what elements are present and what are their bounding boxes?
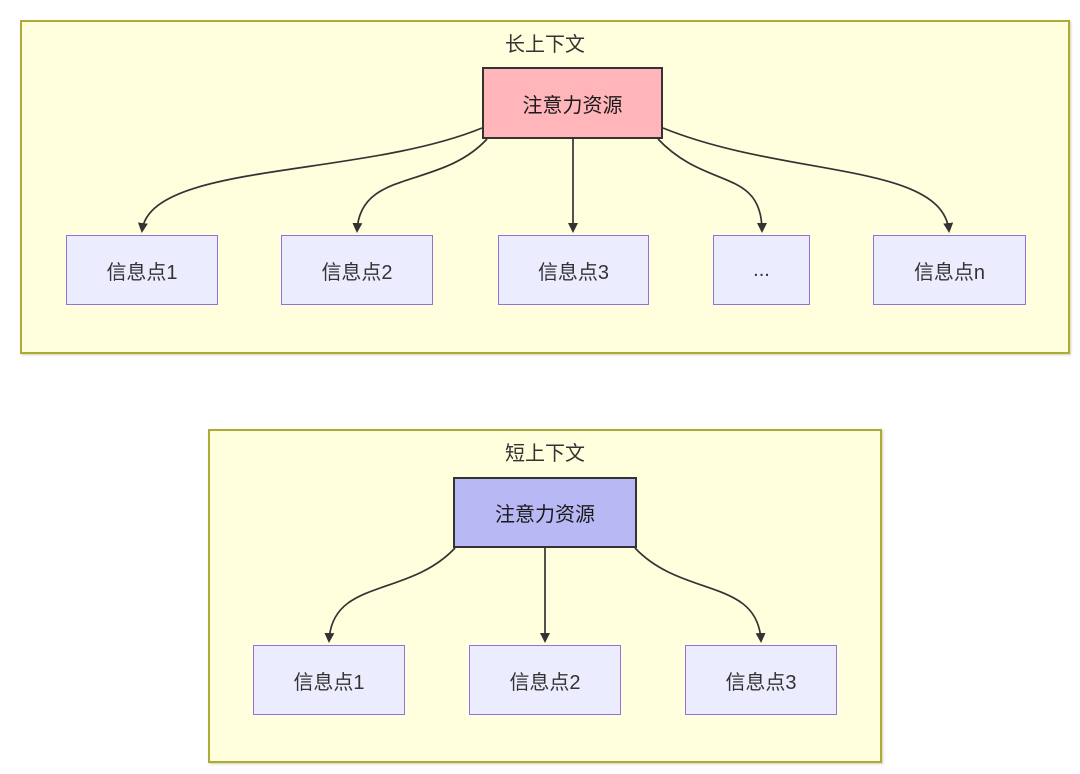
attention-resource-node-long: 注意力资源 — [482, 67, 663, 139]
info-node-short-1: 信息点1 — [253, 645, 405, 715]
attention-resource-node-short: 注意力资源 — [453, 477, 637, 548]
info-node-short-3: 信息点3 — [685, 645, 837, 715]
long-context-title: 长上下文 — [505, 34, 585, 56]
info-node-long-2: 信息点2 — [281, 235, 433, 305]
info-node-long-ellipsis: ... — [713, 235, 810, 305]
info-node-long-n: 信息点n — [873, 235, 1026, 305]
info-node-short-2: 信息点2 — [469, 645, 621, 715]
short-context-title: 短上下文 — [505, 443, 585, 465]
info-node-long-3: 信息点3 — [498, 235, 649, 305]
info-node-long-1: 信息点1 — [66, 235, 218, 305]
